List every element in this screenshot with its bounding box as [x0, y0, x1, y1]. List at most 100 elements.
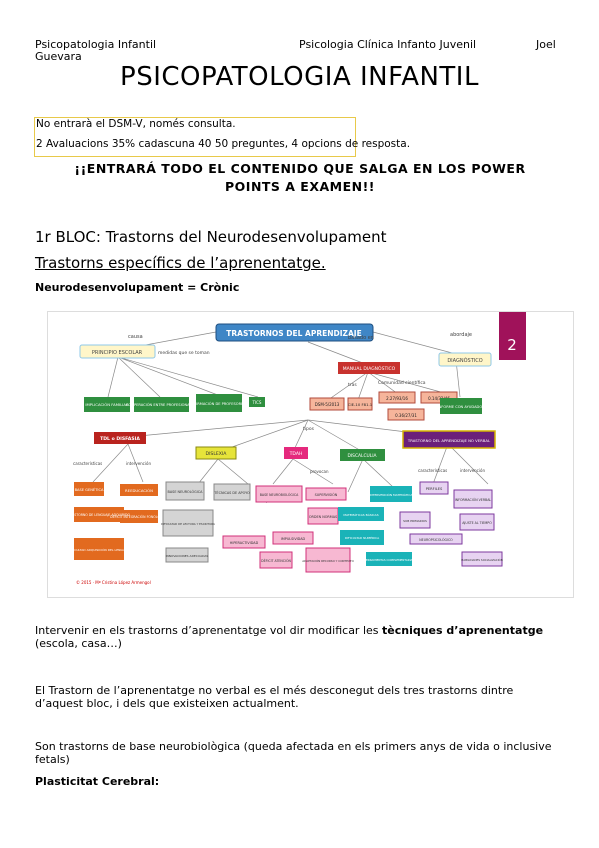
paragraph-base-line1: Son trastorns de base neurobiològica (qu… — [35, 740, 552, 753]
paragraph-intervenir-text: Intervenir en els trastorns d’aprenentat… — [35, 624, 383, 637]
label-tras: tras — [348, 382, 357, 388]
node-tdl — [94, 432, 146, 444]
red4-label: DIFICULTAD ADQUISICIÓN DEL LENGUAJE — [68, 547, 130, 552]
tq3-label: DIFICULTAD NUMÉRICA — [345, 535, 380, 540]
node-informe-label: INFORME CON AYUDADOS — [438, 405, 486, 409]
paragraph-base-line2: fetals) — [35, 753, 70, 766]
c3-label: 2.27/93/16 — [386, 396, 408, 401]
header-right: Joel — [536, 38, 556, 51]
note-box — [34, 117, 356, 157]
bloc-heading: 1r BLOC: Trastorns del Neurodesenvolupam… — [35, 228, 387, 246]
paragraph-intervenir-bold: tècniques d’aprenentatge — [382, 624, 544, 637]
label-medidas: medidas que se toman — [158, 350, 210, 356]
paragraph-tanv-line1: El Trastorn de l’aprenentatge no verbal … — [35, 684, 514, 697]
g2-label: COOPERACIÓN ENTRE PROFESIONALES — [126, 402, 197, 407]
c2-label: CIE-10 F81.1 — [348, 402, 373, 407]
label-interv-1: intervención — [126, 461, 151, 466]
red2-label: REEDUCACIÓN — [125, 488, 153, 493]
label-causa: causa — [128, 334, 143, 340]
banner-line-1: ¡¡ENTRARÁ TODO EL CONTENIDO QUE SALGA EN… — [74, 161, 526, 176]
concept-map-svg: TRASTORNOS DEL APRENDIZAJE 2 causa abord… — [67, 312, 526, 585]
paragraph-tanv-line2: d’aquest bloc, i dels que existeixen act… — [35, 697, 299, 710]
connector-lines — [92, 331, 489, 493]
pu6-label: HABILIDADES SOCIALIZACIÓN — [461, 557, 503, 562]
green-nodes — [84, 394, 265, 412]
node-tdah-label: TDAH — [289, 451, 303, 457]
paragraph-intervenir-line2: (escola, casa…) — [35, 637, 122, 650]
purple-nodes — [399, 481, 503, 567]
node-tdl-label: TDL o DISFASIA — [100, 436, 140, 442]
header-left: Psicopatologia Infantil — [35, 38, 157, 51]
pk7-label: ADAPTACIÓN RECURSO Y CONTEXTO — [302, 558, 354, 563]
paragraph-base: Son trastorns de base neurobiològica (qu… — [35, 740, 565, 766]
c4-label: 0.14/32/46 — [428, 396, 450, 401]
node-tdah — [284, 447, 308, 459]
pk4-label: IMPULSIVIDAD — [281, 537, 306, 541]
pk2-label: SUPERVISIÓN — [315, 492, 338, 497]
pu7-label: SUB PRIMARIOS — [403, 519, 427, 523]
label-abordaje: abordaje — [450, 332, 472, 338]
teal-nodes — [338, 486, 412, 566]
gr4-label: INNOVACIONES ADECUADAS — [166, 554, 209, 558]
note-line-2: 2 Avaluacions 35% cadascuna 40 50 pregun… — [36, 138, 411, 150]
node-principio — [79, 344, 156, 359]
red1-label: BASE GENÉTICA — [75, 487, 104, 492]
subsection-heading: Trastorns específics de l’aprenentatge. — [35, 254, 326, 272]
note-line-1: No entrarà el DSM-V, només consulta. — [36, 118, 236, 130]
tq4-label: HERRAMIENTAS COMPLEMENTARIAS — [364, 558, 415, 562]
neuro-definition: Neurodesenvolupament = Crònic — [35, 281, 240, 294]
diagram-main-label: TRASTORNOS DEL APRENDIZAJE — [226, 329, 361, 338]
g4-label: TICS — [252, 400, 262, 405]
diagram-credit: © 2015 · Mª Cristina López Armengol — [76, 580, 151, 585]
node-manual — [338, 362, 400, 374]
node-tanv-label: TRASTORNO DEL APRENDIZAJE NO VERBAL — [407, 438, 491, 443]
label-provocan: provocan — [310, 469, 329, 474]
header-center: Psicologia Clínica Infanto Juvenil — [299, 38, 477, 51]
node-dislexia-label: DISLEXIA — [206, 451, 228, 457]
g3-label: FORMACIÓN DE PROFESORES — [192, 401, 246, 406]
g1-label: IMPLICACIÓN FAMILIAR — [85, 402, 129, 407]
label-caract-1: características — [73, 461, 102, 466]
pk5-label: ORDEN NORMAS — [309, 515, 337, 519]
banner-line-2: POINTS A EXAMEN!! — [225, 179, 375, 194]
plasticitat-heading: Plasticitat Cerebral: — [35, 775, 160, 788]
node-discalculia-label: DISCALCULIA — [347, 453, 376, 459]
slide-number: 2 — [507, 336, 517, 354]
exam-banner: ¡¡ENTRARÁ TODO EL CONTENIDO QUE SALGA EN… — [40, 160, 560, 196]
pk3-label: HIPERACTIVIDAD — [230, 541, 259, 545]
label-tipos: tipos — [303, 426, 315, 432]
label-basado: basado en — [348, 335, 374, 341]
label-interv-2: intervención — [460, 468, 485, 473]
tq2-label: MATEMÁTICAS BÁSICAS — [343, 512, 378, 517]
node-tanv — [402, 430, 496, 449]
pink-nodes — [222, 485, 351, 573]
label-caract-2: características — [418, 468, 447, 473]
node-principio-label: PRINCIPIO ESCOLAR — [92, 350, 143, 356]
tq1-label: INTERVENCIÓN MATEMÁTICA — [370, 492, 414, 497]
pu4-label: NEUROPSICOLÓGICO — [419, 537, 453, 542]
label-comunidad: Comunidad científica — [378, 379, 426, 386]
red5-label: DÉFICIT INTEGRACIÓN FONOLÓGICA — [110, 514, 168, 519]
gr3-label: DIFICULTAD DE LECTURA Y ESCRITURA — [161, 522, 215, 526]
pu1-label: PERFILES — [426, 487, 443, 491]
paragraph-intervenir: Intervenir en els trastorns d’aprenentat… — [35, 624, 565, 650]
gr2-label: TÉCNICAS DE APOYO — [213, 490, 250, 495]
node-diagnostico — [438, 352, 492, 367]
page-title: PSICOPATOLOGIA INFANTIL — [120, 62, 479, 92]
pk1-label: BASE NEUROBIOLÓGICA — [260, 492, 299, 497]
c5-label: 0.36/27/31 — [395, 413, 417, 418]
grey-nodes — [162, 481, 251, 563]
node-informe — [440, 398, 482, 414]
paragraph-tanv: El Trastorn de l’aprenentatge no verbal … — [35, 684, 565, 710]
orange-nodes — [74, 482, 158, 560]
node-diagnostico-label: DIAGNÓSTICO — [447, 357, 482, 364]
slide-number-tab — [499, 312, 526, 360]
gr1-label: BASE NEUROLÓGICA — [168, 489, 204, 494]
header-left-line2: Guevara — [35, 50, 82, 63]
red3-label: TRASTORNO DE LENGUAJE ADQUIRIDO — [67, 513, 130, 517]
pu3-label: AJUSTE AL TIEMPO — [462, 521, 492, 525]
concept-map-image: TRASTORNOS DEL APRENDIZAJE 2 causa abord… — [47, 311, 574, 598]
pu2-label: INFORMACIÓN VERBAL — [455, 497, 492, 502]
diagram-main-node — [215, 323, 374, 342]
node-discalculia — [340, 449, 385, 461]
